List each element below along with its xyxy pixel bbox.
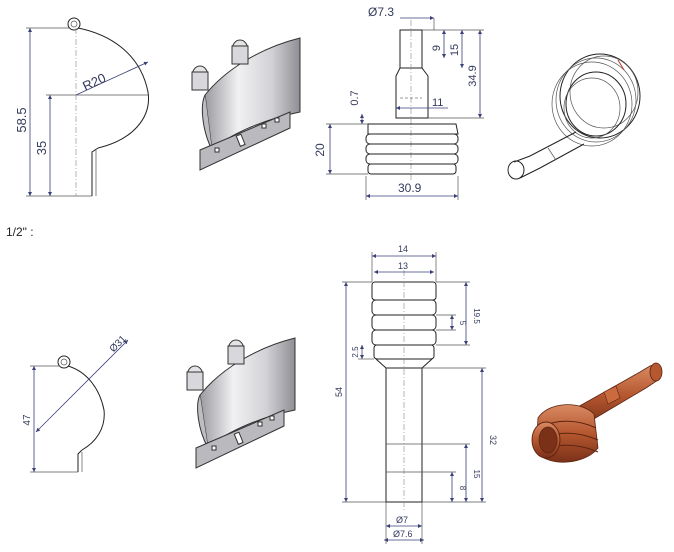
top-clip-height-overall: 58.5 [14,107,29,132]
bottom-tube-dim-2-5: 2.5 [351,346,360,358]
top-tube-dim-15: 15 [449,44,461,56]
top-clip-profile [26,17,149,197]
top-tube-dim-11: 11 [432,97,443,109]
top-tube-dim-20: 20 [313,143,327,157]
top-tube-dim-34-9: 34.9 [467,65,479,86]
top-tube-dim-30-9: 30.9 [398,181,422,195]
section-label: 1/2" : [6,225,34,239]
bottom-clip-3d-view [186,337,296,469]
top-tube-dim-0-7: 0.7 [349,90,361,105]
bottom-tube-dim-14: 14 [398,244,408,254]
bottom-tube-drawing [342,252,486,544]
top-clip-radius: R20 [80,70,108,94]
bottom-tube-dim-19-5: 19.5 [472,308,481,324]
bottom-clip-profile [30,339,129,473]
bottom-copper-3d-view [531,362,663,463]
bottom-clip-diameter: Ø31 [108,333,129,354]
top-clip-height-lower: 35 [34,141,49,155]
top-tube-dim-9: 9 [431,45,443,51]
bottom-tube-dim-32: 32 [488,435,498,445]
bottom-tube-dim-13: 13 [398,261,408,271]
bottom-clip-height: 47 [22,414,33,426]
bottom-tube-dim-5: 5 [458,321,467,326]
bottom-tube-dim-15: 15 [472,470,481,479]
top-tube-drawing [326,16,484,200]
bottom-tube-dim-54: 54 [334,387,344,397]
bottom-tube-dim-d7: Ø7 [396,515,408,525]
bottom-tube-dim-d7-6: Ø7.6 [393,529,413,539]
top-tube-3d-view [507,53,641,180]
top-clip-3d-view [191,37,301,171]
bottom-tube-dim-8: 8 [458,486,467,491]
top-tube-tip-diameter: Ø7.3 [368,5,394,19]
